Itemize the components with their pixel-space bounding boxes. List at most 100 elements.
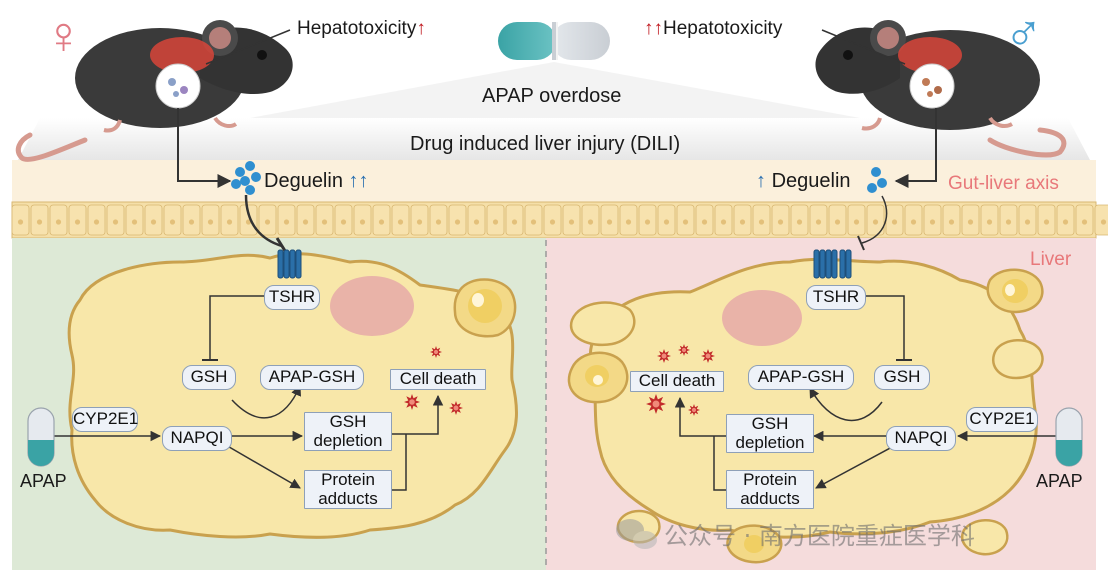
right-napqi-node: NAPQI [886, 426, 956, 451]
epithelial-nucleus [1043, 219, 1050, 225]
epithelial-nucleus [815, 219, 822, 225]
epithelial-nucleus [986, 219, 993, 225]
epithelial-nucleus [834, 219, 841, 225]
epithelial-nucleus [55, 219, 62, 225]
female-callout-line [205, 29, 291, 65]
epithelial-nucleus [644, 219, 651, 225]
epithelial-nucleus [967, 219, 974, 225]
epithelial-nucleus [853, 219, 860, 225]
female-hepatotoxicity-label: Hepatotoxicity↑ [297, 18, 426, 39]
epithelial-nucleus [1100, 219, 1107, 225]
epithelial-nucleus [283, 219, 290, 225]
overdose-triangle [250, 62, 860, 118]
epithelial-nucleus [435, 219, 442, 225]
pill-vial-icon [27, 407, 55, 467]
right-nucleus [722, 290, 802, 346]
watermark-text: 公众号 · 南方医院重症医学科 [664, 522, 975, 550]
epithelial-nucleus [321, 219, 328, 225]
mouse-female-icon [15, 20, 293, 162]
epithelial-nucleus [169, 219, 176, 225]
epithelial-nucleus [929, 219, 936, 225]
epithelial-cells [11, 204, 1108, 236]
epithelial-nucleus [188, 219, 195, 225]
epithelial-nucleus [397, 219, 404, 225]
necrosis-star-core [453, 405, 459, 411]
right-tshr-node: TSHR [806, 285, 866, 310]
epithelial-nucleus [131, 219, 138, 225]
epithelial-nucleus [606, 219, 613, 225]
right-cell-death-node: Cell death [630, 371, 724, 392]
left-cyp2e1-node: CYP2E1 [72, 407, 138, 432]
epithelial-nucleus [739, 219, 746, 225]
epithelial-nucleus [93, 219, 100, 225]
wechat-icon [616, 519, 657, 549]
epithelial-nucleus [682, 219, 689, 225]
epithelial-nucleus [910, 219, 917, 225]
male-callout-line [821, 29, 906, 65]
epithelial-nucleus [150, 219, 157, 225]
left-vacuole [453, 278, 517, 338]
necrosis-star-core [409, 399, 415, 405]
male-symbol: ♂ [1004, 5, 1043, 63]
male-hepatotoxicity-label: ↑↑Hepatotoxicity [644, 18, 783, 39]
epithelial-nucleus [264, 219, 271, 225]
necrosis-star-core [652, 400, 660, 408]
male-to-deguelin-arrow [894, 108, 937, 188]
right-napqi-to-adducts [815, 445, 895, 489]
epithelial-nucleus [625, 219, 632, 225]
right-deguelin-inhibition [861, 195, 888, 244]
liver-label: Liver [1030, 249, 1072, 270]
receptor-icon [813, 249, 852, 279]
epithelial-nucleus [568, 219, 575, 225]
right-cyp2e1-node: CYP2E1 [966, 407, 1038, 432]
left-gsh-node: GSH [182, 365, 236, 390]
necrosis-star-core [681, 347, 687, 353]
epithelial-nucleus [1062, 219, 1069, 225]
pill-vial-icon [1055, 407, 1083, 467]
left-gsh-to-apapgsh [231, 385, 301, 419]
necrosis-star-core [705, 353, 711, 359]
epithelial-nucleus [1024, 219, 1031, 225]
epithelial-nucleus [226, 219, 233, 225]
apap-overdose-label: APAP overdose [482, 85, 622, 107]
epithelial-nucleus [17, 219, 24, 225]
right-gsh-to-apapgsh [809, 387, 883, 422]
bacteria-cluster-icon [231, 161, 261, 195]
right-deguelin-label: ↑ Deguelin [756, 170, 851, 192]
female-to-deguelin-arrow [177, 108, 232, 188]
epithelial-cell [1094, 204, 1108, 236]
header-trapezoid [18, 118, 1090, 160]
left-adducts-to-death [392, 434, 407, 491]
right-tshr-gsh-inhibit [866, 295, 905, 360]
epithelial-nucleus [378, 219, 385, 225]
epithelial-nucleus [454, 219, 461, 225]
epithelial-nucleus [1005, 219, 1012, 225]
epithelial-nucleus [340, 219, 347, 225]
epithelial-nucleus [207, 219, 214, 225]
epithelial-nucleus [587, 219, 594, 225]
right-adducts-to-death [713, 436, 726, 491]
left-depletion-to-death [392, 394, 444, 435]
epithelial-nucleus [948, 219, 955, 225]
epithelial-nucleus [302, 219, 309, 225]
epithelial-nucleus [549, 219, 556, 225]
right-depletion-to-death [674, 396, 726, 437]
left-deguelin-label: Deguelin ↑↑ [264, 170, 369, 192]
epithelial-nucleus [720, 219, 727, 225]
epithelial-nucleus [891, 219, 898, 225]
gut-liver-axis-label: Gut-liver axis [948, 173, 1059, 194]
right-apap-gsh-node: APAP-GSH [748, 365, 854, 390]
epithelial-nucleus [701, 219, 708, 225]
epithelial-nucleus [416, 219, 423, 225]
left-cell-death-node: Cell death [390, 369, 486, 390]
epithelial-nucleus [663, 219, 670, 225]
bacteria-cluster-icon [867, 167, 887, 193]
epithelial-nucleus [777, 219, 784, 225]
left-deguelin-inhibition [244, 194, 283, 248]
